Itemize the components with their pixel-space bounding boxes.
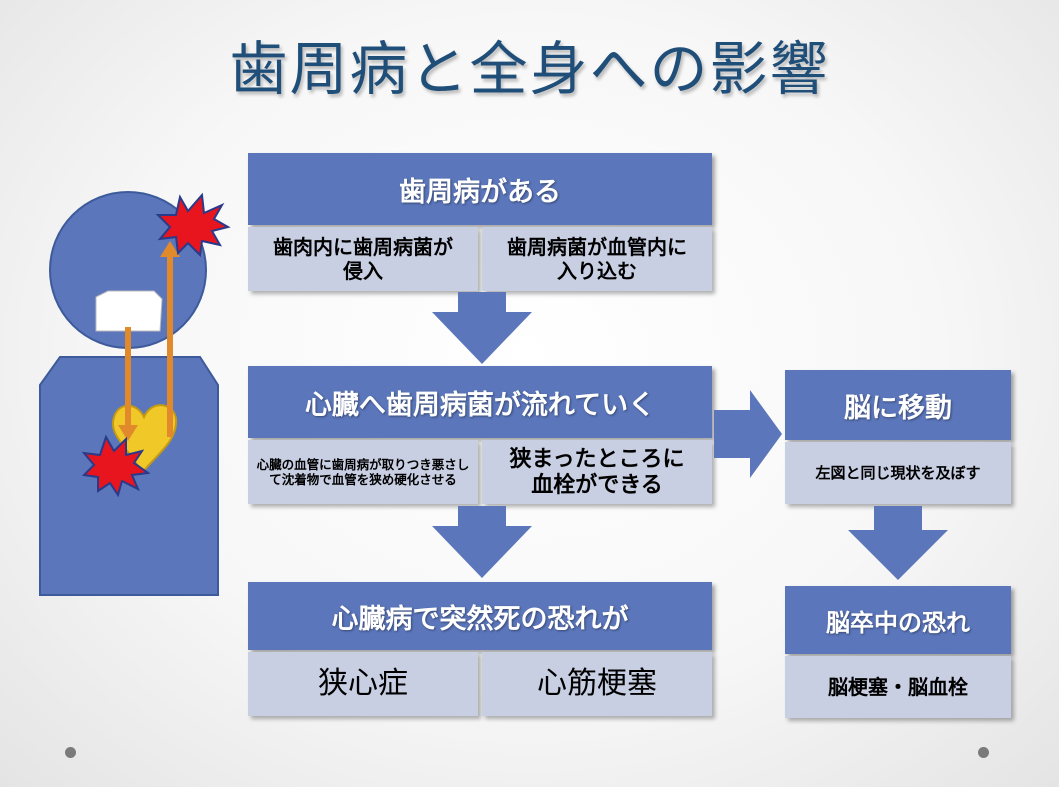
step3-right-text: 心筋梗塞 (482, 652, 712, 716)
down-arrow-2 (432, 506, 532, 578)
right-arrow (714, 390, 782, 478)
human-figure-illustration (39, 191, 231, 596)
slide-title: 歯周病と全身への影響 (229, 35, 830, 103)
step2-header: 心臓へ歯周病菌が流れていく (248, 366, 712, 438)
step1-left-text: 歯肉内に歯周病菌が侵入 (248, 227, 478, 291)
decor-dot-right (978, 747, 989, 758)
stroke-risk-header: 脳卒中の恐れ (785, 586, 1011, 654)
step2-left-text: 心臓の血管に歯周病が取りつき悪さして沈着物で血管を狭め硬化させる (248, 440, 478, 504)
brain-move-text: 左図と同じ現状を及ぼす (785, 442, 1011, 504)
brain-move-header: 脳に移動 (785, 370, 1011, 440)
heart-burst-icon (81, 434, 151, 498)
head-burst-icon (155, 192, 231, 258)
decor-dot-left (65, 747, 76, 758)
vessel-down-arrowhead (118, 425, 138, 441)
step3-header: 心臓病で突然死の恐れが (248, 582, 712, 650)
down-arrow-3 (848, 506, 948, 580)
mouth-box (95, 290, 163, 332)
step1-right-text: 歯周病菌が血管内に入り込む (482, 227, 712, 291)
stroke-risk-text: 脳梗塞・脳血栓 (785, 656, 1011, 718)
step3-left-text: 狭心症 (248, 652, 478, 716)
vessel-up-arrowhead (160, 241, 180, 257)
down-arrow-1 (432, 292, 532, 364)
step2-right-text: 狭まったところに血栓ができる (482, 440, 712, 504)
step1-header: 歯周病がある (248, 153, 712, 225)
